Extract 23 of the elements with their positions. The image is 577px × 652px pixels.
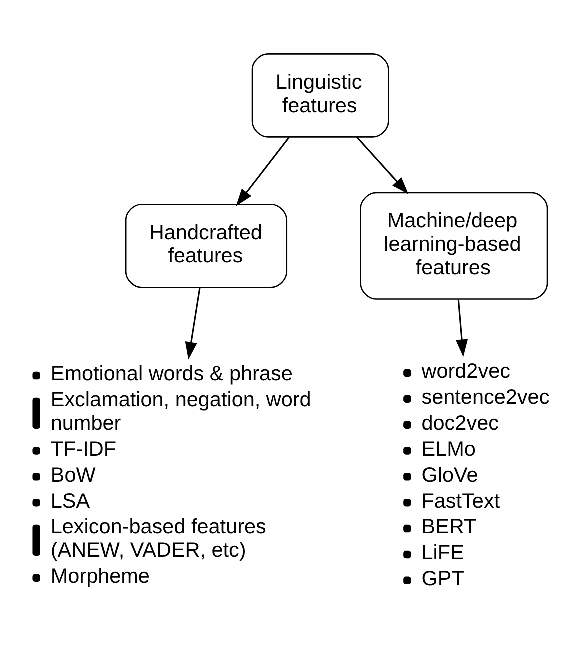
node-label: TF-IDF xyxy=(50,437,117,460)
arrow xyxy=(236,136,290,206)
node-label: word2vec xyxy=(422,360,510,383)
node-label: doc2vec xyxy=(422,411,499,434)
node-label: GPT xyxy=(422,567,464,590)
node-label: Emotional words & phrase xyxy=(50,362,293,386)
node-label: LSA xyxy=(50,489,90,512)
node-label: Exclamation, negation, word number xyxy=(50,388,312,434)
node-label: ELMo xyxy=(422,437,476,460)
node-label: LiFE xyxy=(422,541,464,564)
node-label: BERT xyxy=(422,515,477,538)
arrow xyxy=(456,299,468,357)
node-label: Lexicon-based features (ANEW, VADER, etc) xyxy=(50,515,266,562)
node-box: Linguistic features xyxy=(252,53,390,138)
node-box: Machine/deep learning-based features xyxy=(360,192,548,300)
node-label: sentence2vec xyxy=(422,386,550,409)
node-label: GloVe xyxy=(422,463,478,486)
node-box: Handcrafted features xyxy=(125,203,288,288)
node-label: FastText xyxy=(422,489,500,512)
arrow xyxy=(356,136,409,194)
node-label: BoW xyxy=(50,463,96,486)
node-label: Morpheme xyxy=(50,564,150,588)
arrow xyxy=(185,287,201,360)
